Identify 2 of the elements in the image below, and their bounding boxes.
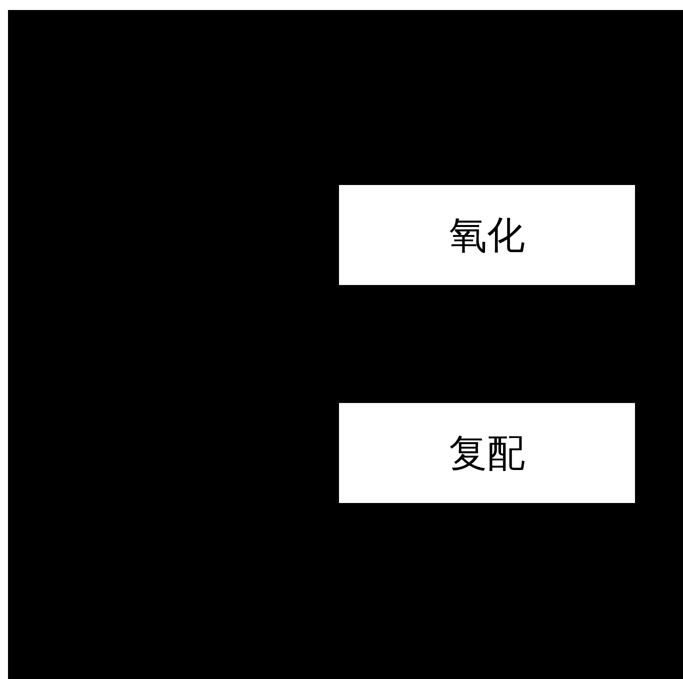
process-box: 复配 <box>339 403 635 503</box>
process-box: 氧化 <box>339 185 635 285</box>
